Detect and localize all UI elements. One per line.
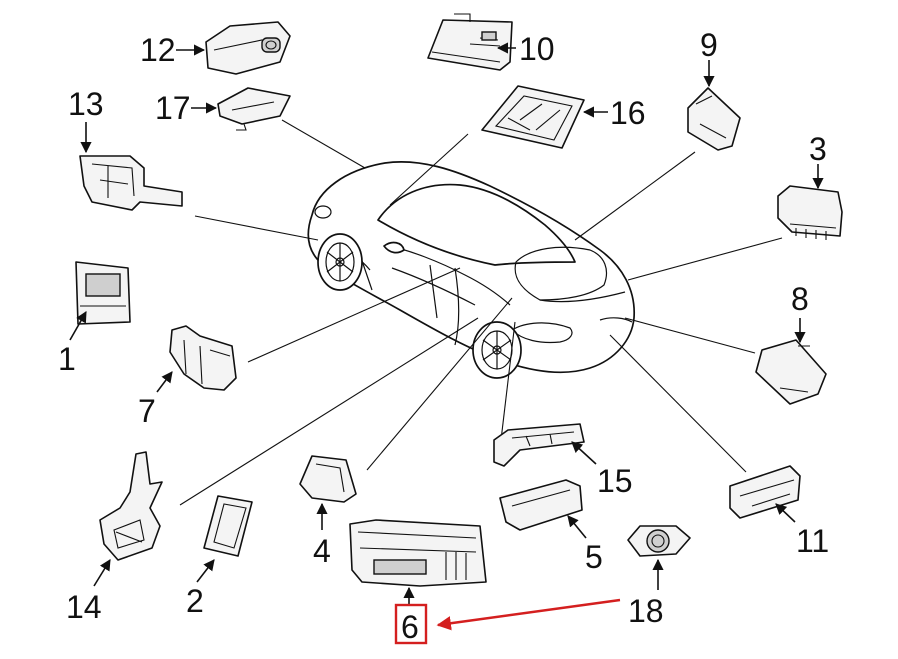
- part-12-sensor: [205, 21, 291, 75]
- label-12: 12: [140, 32, 176, 68]
- label-18: 18: [628, 593, 664, 629]
- label-13: 13: [68, 86, 104, 122]
- part-9-module: [687, 87, 741, 151]
- part-2-housing: [203, 495, 253, 557]
- part-13-bracket: [79, 155, 183, 211]
- label-9: 9: [700, 27, 718, 63]
- part-17-bracket: [217, 87, 291, 131]
- label-7: 7: [138, 393, 156, 429]
- part-8-control-unit: [755, 339, 827, 405]
- part-18-connector: [627, 525, 691, 557]
- highlight-arrow: [436, 598, 621, 631]
- label-8: 8: [791, 281, 809, 317]
- part-14-switch: [99, 451, 163, 561]
- label-2: 2: [186, 583, 204, 619]
- leader-lines: [179, 119, 783, 506]
- highlight-box: [394, 603, 428, 645]
- part-5-module: [499, 479, 583, 531]
- part-1-ecu: [75, 261, 131, 325]
- label-15: 15: [597, 463, 633, 499]
- part-15-bracket: [493, 423, 585, 467]
- label-17: 17: [155, 90, 191, 126]
- part-16-tray: [481, 85, 585, 149]
- label-1: 1: [58, 341, 76, 377]
- label-11: 11: [796, 523, 829, 559]
- label-16: 16: [610, 95, 646, 131]
- label-4: 4: [313, 533, 331, 569]
- part-10-module: [427, 13, 513, 71]
- part-11-module: [729, 465, 801, 519]
- part-3-control-unit: [777, 185, 843, 240]
- label-14: 14: [66, 589, 102, 625]
- label-6: 6: [401, 609, 419, 645]
- callout-numbers: 12 10 17 16 9 13 3 1 7 8 15 4 5 11 14 2 …: [58, 27, 829, 645]
- label-3: 3: [809, 131, 827, 167]
- label-10: 10: [519, 31, 555, 67]
- callout-arrows: [69, 42, 824, 606]
- label-5: 5: [585, 539, 603, 575]
- part-6-control-unit: [349, 519, 487, 587]
- part-7-bracket: [169, 325, 237, 391]
- car-illustration: [307, 161, 635, 379]
- part-4-module: [299, 455, 357, 503]
